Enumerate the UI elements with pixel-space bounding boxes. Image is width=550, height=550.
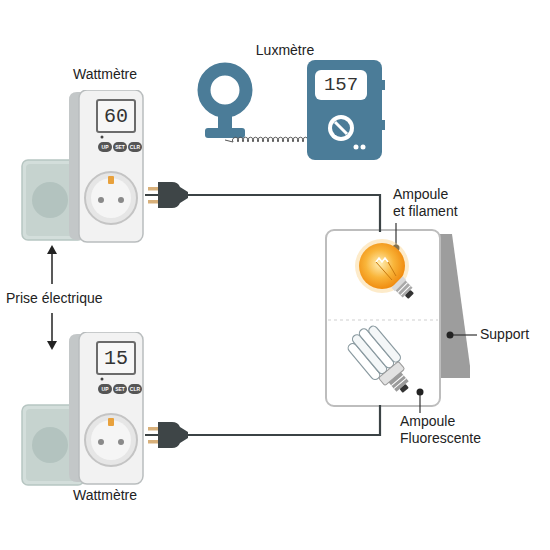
fluorescent-bulb <box>340 322 440 405</box>
callout-label: Ampoule Fluorescente <box>400 413 500 447</box>
power-cable <box>145 195 380 232</box>
wattmeter: Wattmètre60 <box>65 90 145 245</box>
button-label: UP <box>98 142 112 152</box>
button-label: SET <box>113 384 127 394</box>
filament-bulb <box>340 232 440 318</box>
power-cable <box>145 405 380 435</box>
part-label: Support <box>480 326 548 343</box>
power-plug <box>148 182 188 208</box>
lamp-panel <box>326 230 440 406</box>
callout-label: Ampoule et filament <box>393 186 463 220</box>
display-reading: 60 <box>98 105 134 129</box>
button-label: SET <box>113 142 127 152</box>
display-reading: 157 <box>315 74 367 97</box>
leader-line <box>393 223 478 413</box>
luxmeter-device <box>195 42 390 167</box>
button-label: CLR <box>128 142 142 152</box>
luxmeter: Luxmètre 157 <box>195 42 390 167</box>
fluorescent-lamp: Ampoule Fluorescente <box>340 322 440 405</box>
button-label: CLR <box>128 384 142 394</box>
wattmeter: 15Wattmètre <box>65 332 145 487</box>
device-heading: Wattmètre <box>50 66 160 83</box>
power-plug <box>148 422 188 448</box>
device-heading: Luxmètre <box>235 42 335 59</box>
device-heading: Wattmètre <box>50 487 160 504</box>
display-reading: 15 <box>98 347 134 371</box>
part-label: Prise électrique <box>6 290 126 307</box>
filament-lamp: Ampoule et filament <box>340 232 440 318</box>
button-label: UP <box>98 384 112 394</box>
